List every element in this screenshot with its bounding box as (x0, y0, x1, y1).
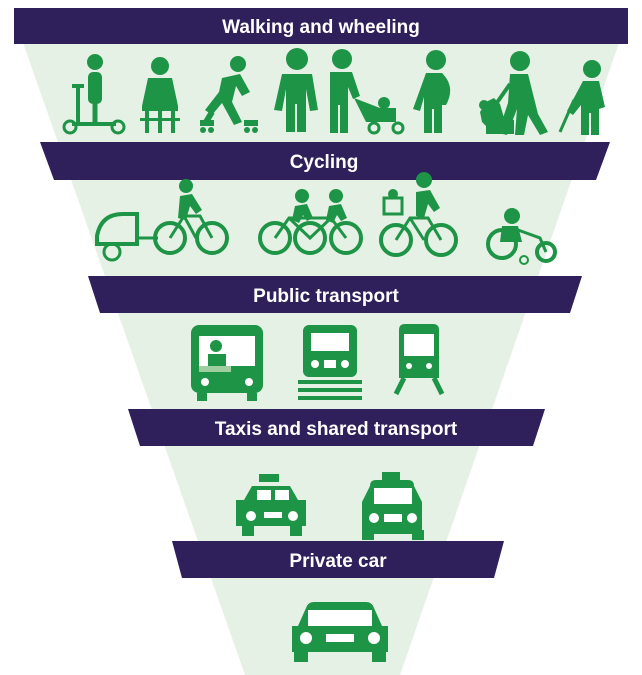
tier-public-transport: Public transport (88, 276, 582, 313)
tier-band (40, 142, 610, 180)
tier-label: Cycling (290, 152, 359, 173)
taxi-side-icon (236, 474, 306, 536)
tier-label: Private car (289, 551, 387, 572)
tier-walking-and-wheeling: Walking and wheeling (14, 8, 628, 44)
kick-scooter-rider-icon (62, 54, 126, 135)
tandem-bicycle-icon (258, 189, 363, 255)
tier-private-car: Private car (172, 541, 504, 578)
tier-band (172, 541, 504, 578)
hand-cycle-icon (486, 208, 557, 265)
tier-label: Taxis and shared transport (215, 419, 458, 440)
person-with-pram-icon (330, 49, 405, 135)
tier-band (88, 276, 582, 313)
tier-band (128, 409, 545, 446)
tier-taxis-and-shared-transport: Taxis and shared transport (128, 409, 545, 446)
bus-icon (191, 325, 263, 401)
wheelchair-user-icon (140, 57, 180, 133)
bicycle-with-child-seat-icon (379, 172, 458, 257)
train-icon (298, 325, 362, 400)
tier-cycling: Cycling (40, 142, 610, 180)
bicycle-with-trailer-icon (95, 179, 229, 262)
person-with-white-cane-icon (558, 60, 605, 135)
tier-label: Public transport (253, 286, 399, 307)
tier-label: Walking and wheeling (222, 17, 420, 38)
pregnant-person-icon (413, 50, 451, 133)
walking-person-icon (274, 48, 318, 132)
car-icon (292, 602, 388, 662)
person-with-guide-dog-icon (479, 51, 548, 135)
inline-skater-icon (200, 56, 258, 133)
taxi-front-icon (362, 472, 424, 540)
tram-icon (393, 324, 445, 396)
tier-band (14, 8, 628, 44)
